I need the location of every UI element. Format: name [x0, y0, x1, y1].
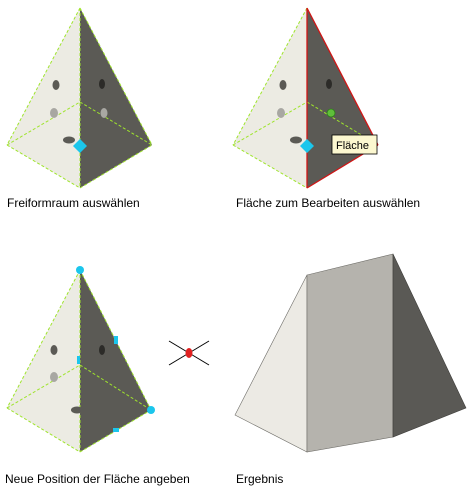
- pyramid-left-face: [233, 8, 307, 188]
- wire-edge: [6, 407, 81, 453]
- selection-edge: [306, 7, 379, 146]
- vertex-marker: [52, 80, 60, 90]
- vertex-marker: [100, 108, 108, 118]
- vertex-marker: [279, 80, 287, 90]
- wire-edge: [79, 144, 153, 189]
- edge-grip[interactable]: [114, 336, 118, 344]
- wire-edge: [232, 144, 308, 189]
- cursor-crosshair-icon: [168, 340, 210, 366]
- wire-edge: [79, 269, 152, 411]
- vertex-marker: [290, 136, 302, 144]
- pyramid-right-face: [80, 270, 151, 452]
- pyramid-left-face: [7, 270, 80, 452]
- vertex-marker: [326, 79, 332, 89]
- wire-edge: [6, 7, 81, 146]
- wire-edge: [79, 101, 153, 146]
- grip-diamond[interactable]: [73, 139, 87, 153]
- panel-3-pyramid: [6, 266, 155, 453]
- wire-edge: [306, 101, 379, 146]
- wire-edge: [6, 364, 81, 409]
- edge-grip[interactable]: [77, 356, 80, 364]
- wire-edge: [79, 7, 153, 146]
- wire-edge: [6, 101, 81, 146]
- vertex-marker: [277, 108, 285, 118]
- target-point: [185, 348, 193, 358]
- pyramid-left-face: [7, 8, 80, 188]
- caption-select-face: Fläche zum Bearbeiten auswählen: [236, 196, 421, 210]
- vertex-marker: [50, 108, 58, 118]
- grip-circle[interactable]: [147, 406, 155, 414]
- edge-grip[interactable]: [113, 428, 119, 432]
- result-left-face: [234, 274, 308, 453]
- vertex-marker: [50, 345, 58, 355]
- wire-edge: [79, 364, 152, 411]
- result-middle-face: [306, 253, 394, 453]
- wire-edge: [6, 269, 81, 409]
- panel-1-pyramid: [6, 7, 153, 189]
- caption-select-freeform: Freiformraum auswählen: [7, 196, 140, 210]
- wire-edge: [6, 144, 81, 189]
- pyramid-right-face: [80, 8, 152, 188]
- wire-edge: [232, 101, 308, 146]
- caption-result: Ergebnis: [236, 472, 284, 486]
- vertex-marker: [99, 79, 105, 89]
- vertex-marker: [99, 345, 105, 355]
- wire-edge: [232, 7, 308, 146]
- tooltip: Fläche: [331, 134, 378, 155]
- face-selection-marker[interactable]: [326, 108, 336, 118]
- caption-new-position: Neue Position der Fläche angeben: [5, 472, 190, 486]
- vertex-marker: [63, 136, 75, 144]
- grip-diamond[interactable]: [300, 139, 314, 153]
- panel-2-pyramid: Fläche: [232, 7, 379, 189]
- tooltip-label: Fläche: [336, 140, 369, 152]
- result-right-face: [392, 253, 467, 438]
- tooltip-box: [331, 134, 378, 155]
- vertex-marker: [50, 372, 58, 382]
- panel-4-result-solid: [234, 253, 467, 453]
- pyramid-right-face-selected[interactable]: [307, 8, 378, 188]
- grip-circle[interactable]: [76, 266, 84, 274]
- vertex-marker: [71, 406, 83, 414]
